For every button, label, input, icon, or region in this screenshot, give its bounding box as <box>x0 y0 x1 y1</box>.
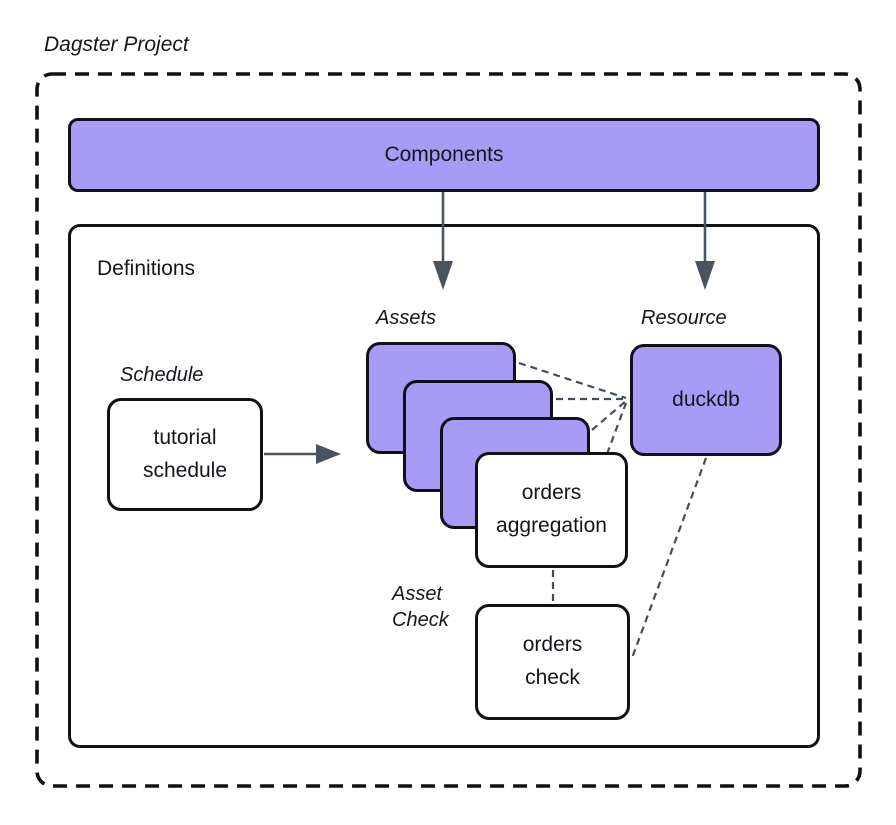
schedule-group-label: Schedule <box>120 364 204 386</box>
orders-aggregation-node: orders aggregation <box>475 452 628 568</box>
orders-check-node: orders check <box>475 604 630 720</box>
definitions-label: Definitions <box>97 257 196 280</box>
resource-group-label: Resource <box>641 307 727 329</box>
components-node: Components <box>68 118 820 192</box>
duckdb-resource-node: duckdb <box>630 344 782 456</box>
asset-check-group-label: Asset Check <box>392 583 449 631</box>
tutorial-schedule-node: tutorial schedule <box>107 398 263 511</box>
diagram-title: Dagster Project <box>44 33 189 56</box>
assets-group-label: Assets <box>376 307 437 329</box>
